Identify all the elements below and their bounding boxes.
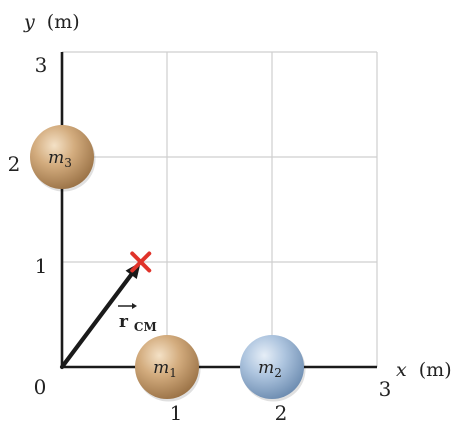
mass-ball — [30, 125, 94, 189]
x-axis-title: x (m) — [396, 359, 452, 381]
grid — [62, 51, 378, 367]
center-of-mass-marker — [130, 251, 152, 273]
x-tick-label-1: 1 — [170, 401, 183, 425]
mass-label: m2 — [258, 358, 282, 380]
y-tick-label-3: 3 — [35, 53, 48, 77]
y-axis-title: y (m) — [23, 11, 80, 33]
mass-label-base: m — [153, 358, 169, 378]
mass-2: m2 — [240, 335, 306, 402]
mass-label-base: m — [258, 358, 274, 378]
mass-label-sub: 2 — [274, 366, 282, 380]
vector-shaft — [59, 272, 134, 370]
y-tick-label-1: 1 — [35, 254, 48, 278]
mass-label-sub: 1 — [169, 366, 177, 380]
mass-label-sub: 3 — [64, 156, 72, 170]
cm-marker-stroke-2 — [130, 251, 152, 273]
mass-ball — [135, 335, 199, 399]
vector-label-sub: CM — [134, 320, 157, 334]
y-tick-label-2: 2 — [8, 152, 21, 176]
vector-label: r CM — [119, 312, 157, 334]
mass-label: m1 — [153, 358, 177, 380]
vector-arrow-over-icon — [118, 303, 137, 309]
mass-label: m3 — [48, 148, 72, 170]
y-axis-title-unit: (m) — [47, 11, 80, 33]
mass-ball — [240, 335, 304, 399]
y-axis-title-var: y — [23, 11, 35, 33]
vector-label-base: r — [119, 312, 129, 332]
x-axis-title-unit: (m) — [419, 359, 452, 381]
x-tick-label-2: 2 — [275, 401, 288, 425]
mass-1: m1 — [135, 335, 201, 402]
x-tick-label-3: 3 — [379, 377, 392, 401]
mass-label-base: m — [48, 148, 64, 168]
x-axis-title-var: x — [396, 359, 407, 381]
origin-label: 0 — [34, 375, 47, 399]
axes — [60, 52, 377, 369]
mass-3: m3 — [30, 125, 96, 192]
